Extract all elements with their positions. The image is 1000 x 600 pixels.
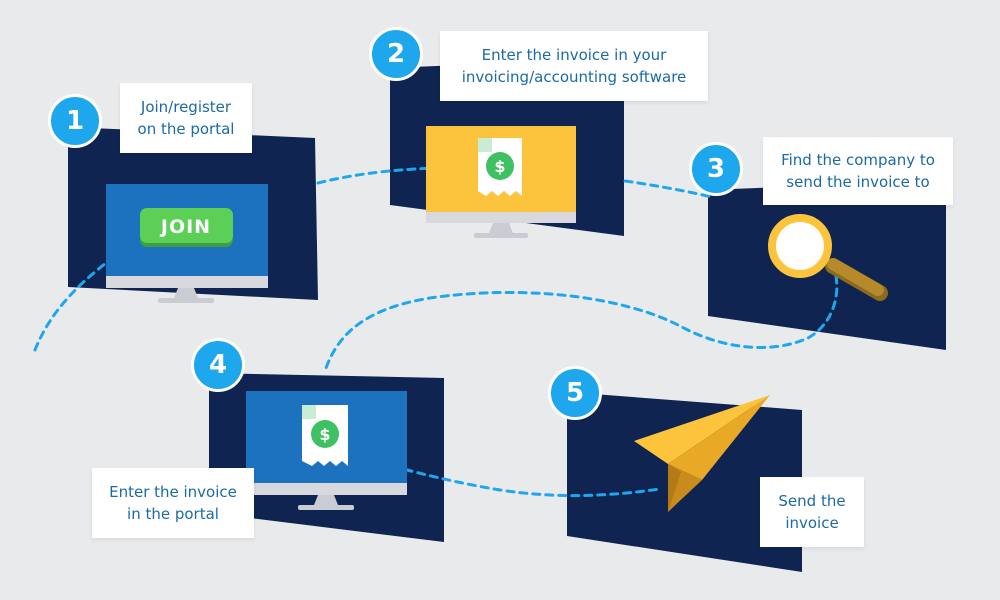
step-4-badge: 4 — [191, 338, 245, 392]
step-2-label-line-1: Enter the invoice in your — [481, 46, 667, 64]
portal-dollar-icon: $ — [319, 425, 330, 444]
step-2-label: Enter the invoice in your invoicing/acco… — [440, 31, 708, 101]
invoice-software-monitor — [426, 126, 576, 238]
step-3-label-line-2: send the invoice to — [786, 173, 930, 191]
step-4-label-line-2: in the portal — [127, 505, 219, 523]
step-4-label-line-1: Enter the invoice — [109, 483, 237, 501]
paper-plane-icon — [634, 395, 770, 512]
step-3-label-line-1: Find the company to — [781, 151, 935, 169]
receipt-icon: $ — [478, 138, 522, 196]
join-button[interactable]: JOIN — [140, 208, 233, 247]
magnifying-glass-icon — [768, 214, 888, 301]
step-3-label: Find the company to send the invoice to — [763, 137, 953, 205]
portal-receipt-icon: $ — [302, 405, 348, 466]
step-3-badge: 3 — [689, 142, 743, 196]
dollar-icon: $ — [494, 157, 505, 176]
step-2-badge: 2 — [369, 27, 423, 81]
step-1-label-line-1: Join/register — [140, 98, 232, 116]
step-1-label: Join/register on the portal — [120, 83, 252, 153]
step-5-label-line-2: invoice — [785, 514, 839, 532]
step-1-label-line-2: on the portal — [137, 120, 235, 138]
dashed-connector-path — [33, 165, 839, 498]
step-5-badge: 5 — [548, 366, 602, 420]
step-1-badge: 1 — [48, 94, 102, 148]
step-2-label-line-2: invoicing/accounting software — [461, 68, 687, 86]
join-button-label: JOIN — [159, 216, 211, 238]
step-5-label: Send the invoice — [760, 477, 864, 547]
step-4-label: Enter the invoice in the portal — [92, 468, 254, 538]
step-5-label-line-1: Send the — [778, 492, 846, 510]
